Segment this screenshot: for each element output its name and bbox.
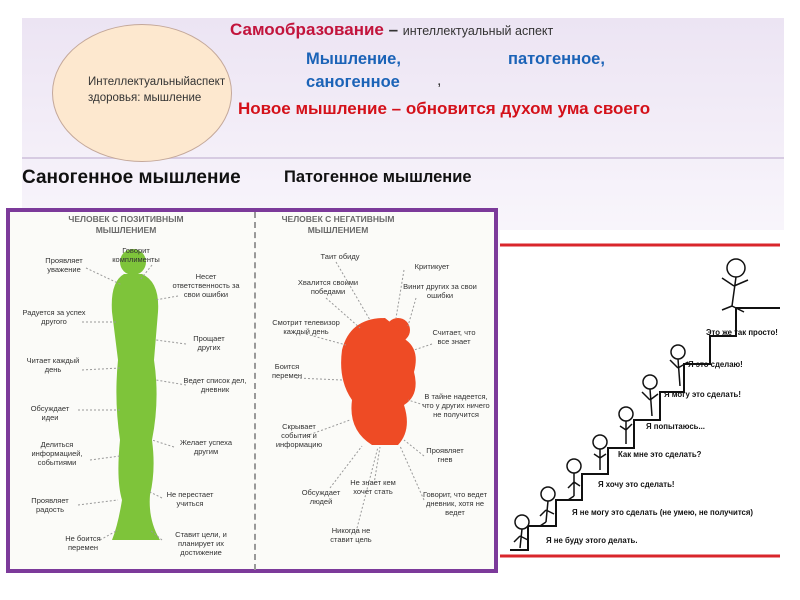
infographic-divider — [254, 212, 256, 570]
negative-item: Не знает кем хочет стать — [350, 478, 396, 496]
positive-item: Несет ответственность за свои ошибки — [172, 272, 240, 299]
step-label: Я не могу это сделать (не умею, не получ… — [572, 508, 754, 517]
positive-figure — [111, 249, 160, 540]
positive-item: Говорит комплименты — [112, 246, 160, 264]
infographic-panel — [6, 208, 498, 573]
pathogenic-label: патогенное, — [508, 50, 605, 68]
topic-oval-text: Интеллектуальныйаспект здоровья: мышлени… — [88, 76, 226, 104]
negative-item: Считает, что все знает — [432, 328, 476, 346]
positive-item: Желает успеха другим — [179, 438, 233, 456]
stairs-drawing — [500, 243, 780, 558]
heading-comma: , — [437, 72, 442, 89]
positive-item: Проявляет уважение — [45, 256, 83, 274]
positive-item: Прощает других — [193, 334, 225, 352]
negative-item: Никогда не ставит цель — [330, 526, 372, 544]
positive-item: Ведет список дел, дневник — [183, 376, 247, 394]
sanogenic-label: саногенное — [306, 73, 400, 91]
positive-item: Радуется за успех другого — [22, 308, 86, 326]
negative-item: Хвалится своими победами — [297, 278, 359, 296]
positive-item: Не перестает учиться — [166, 490, 214, 508]
step-label: Я могу это сделать! — [664, 390, 741, 399]
heading-line: Самообразование – интеллектуальный аспек… — [230, 20, 553, 40]
heading-title: Самообразование — [230, 20, 384, 39]
step-label: Я попытаюсь... — [646, 422, 705, 431]
positive-item: Делиться информацией, событиями — [31, 440, 83, 467]
negative-item: Обсуждает людей — [301, 488, 341, 506]
step-label: Я это сделаю! — [688, 360, 743, 369]
negative-item: Говорит, что ведет дневник, хотя не веде… — [422, 490, 488, 517]
negative-item: Боится перемен — [271, 362, 303, 380]
new-thinking-text: Новое мышление – обновится духом ума сво… — [238, 99, 651, 118]
negative-item: Смотрит телевизор каждый день — [272, 318, 340, 336]
positive-item: Не боится перемен — [65, 534, 101, 552]
positive-item: Проявляет радость — [31, 496, 69, 514]
negative-header: ЧЕЛОВЕК С НЕГАТИВНЫМ МЫШЛЕНИЕМ — [281, 214, 395, 235]
heading-subtitle: интеллектуальный аспект — [402, 24, 554, 38]
stairs-illustration: Я не буду этого делать. Я не могу это сд… — [500, 230, 784, 560]
negative-item: Винит других за свои ошибки — [403, 282, 477, 300]
step-label: Я хочу это сделать! — [598, 480, 675, 489]
leader-lines — [77, 261, 433, 541]
section-divider — [22, 157, 784, 159]
step-label: Это же так просто! — [706, 328, 778, 337]
step-label: Как мне это сделать? — [618, 450, 702, 459]
step-label: Я не буду этого делать. — [546, 536, 638, 545]
thinking-label: Мышление, — [306, 50, 401, 68]
sanogenic-title: Саногенное мышление — [22, 167, 241, 188]
negative-figure — [341, 318, 416, 445]
positive-item: Обсуждает идеи — [30, 404, 70, 422]
negative-item: Таит обиду — [320, 252, 360, 261]
heading-dash: – — [383, 20, 403, 39]
negative-item: Скрывает события и информацию — [275, 422, 323, 449]
negative-item: Проявляет гнев — [426, 446, 464, 464]
pathogenic-title: Патогенное мышление — [284, 168, 472, 186]
positive-item: Читает каждый день — [26, 356, 80, 374]
negative-item: Критикует — [414, 262, 450, 271]
positive-header: ЧЕЛОВЕК С ПОЗИТИВНЫМ МЫШЛЕНИЕМ — [68, 214, 184, 235]
positive-item: Ставит цели, и планирует их достижение — [175, 530, 227, 557]
negative-item: В тайне надеется, что у других ничего не… — [422, 392, 490, 419]
topic-oval — [52, 24, 232, 162]
